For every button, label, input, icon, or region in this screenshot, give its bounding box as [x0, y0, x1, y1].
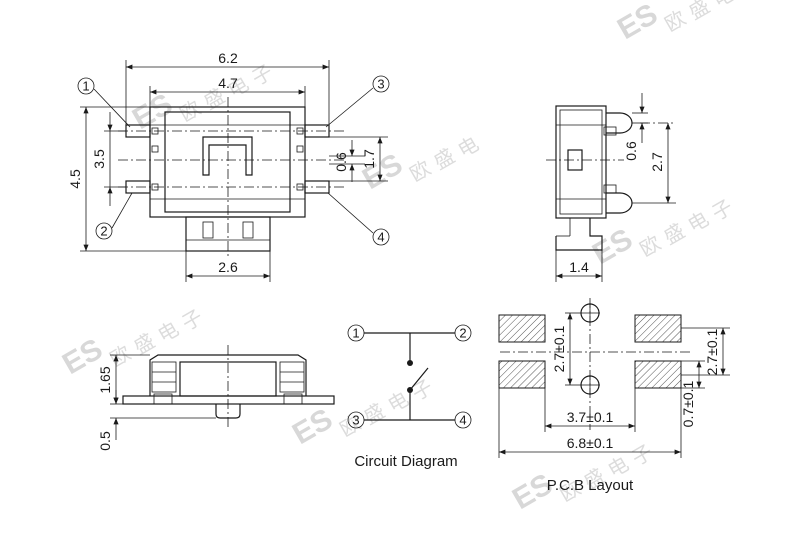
circuit-pin-label: 2: [459, 326, 466, 341]
dim-pad-height: 0.7±0.1: [680, 380, 696, 427]
watermark-char: 欧: [406, 156, 435, 186]
watermark-char: 欧: [176, 96, 205, 126]
switch-lever: [409, 367, 429, 391]
dim-body-height: 1.65: [97, 366, 113, 393]
pin-callout-1: [77, 77, 95, 95]
dim-hole-pitch-y: 2.7±0.1: [551, 325, 567, 372]
pin-label: 2: [100, 224, 107, 239]
dim-pad-pitch-y: 2.7±0.1: [704, 328, 720, 375]
circuit-diagram: 1 2 3 4 Circuit Diagram: [347, 324, 472, 470]
pcb-pad: [498, 314, 546, 343]
pin-label: 1: [82, 79, 89, 94]
dim-pin-pitch: 3.5: [91, 149, 107, 169]
circuit-pin-label: 3: [352, 413, 359, 428]
watermark-char: 盛: [685, 0, 714, 24]
pin-callout-4: [372, 228, 390, 246]
watermark-char: 欧: [636, 231, 665, 261]
pin-callout-2: [95, 222, 113, 240]
watermark-brand: ES: [612, 0, 663, 46]
dim-hole-pitch-x: 3.7±0.1: [567, 409, 614, 425]
dim-pin-height: 0.6: [623, 141, 639, 161]
pin-label: 3: [377, 77, 384, 92]
side-pin-top: [606, 112, 633, 134]
dim-overall-width: 6.8±0.1: [567, 435, 614, 451]
dim-stem-span: 1.7: [361, 149, 377, 169]
circuit-caption: Circuit Diagram: [354, 453, 457, 470]
body-inner: [164, 111, 291, 213]
watermark-char: 子: [249, 61, 277, 90]
actuator-top: [202, 136, 253, 176]
watermark-char: 电: [154, 317, 183, 347]
pcb-pad: [634, 314, 682, 343]
dim-pin-pitch: 2.7: [649, 152, 665, 172]
dim-actuator-width: 2.6: [218, 259, 238, 275]
watermark-brand: ES: [587, 222, 638, 271]
watermark-char: 电: [709, 0, 738, 12]
pcb-caption: P.C.B Layout: [547, 477, 634, 494]
side-pin-bottom: [606, 192, 633, 214]
watermark-char: 电: [684, 207, 713, 237]
watermark-char: 子: [179, 306, 207, 335]
pin-callout-3: [372, 75, 390, 93]
dim-center-gap: 0.6: [333, 152, 349, 172]
top-view: 6.2 4.7 4.5 3.5 0.6 1.7 2.6: [67, 50, 390, 282]
side-view: 0.6 2.7 1.4: [546, 93, 676, 282]
watermark-char: 电: [454, 132, 483, 162]
side-actuator: [555, 218, 603, 251]
dim-depth: 1.4: [569, 259, 589, 275]
watermark-char: 盛: [360, 399, 389, 429]
dim-overall-width: 6.2: [218, 50, 238, 66]
pcb-pad: [634, 360, 682, 389]
side-body: [555, 105, 607, 219]
dim-actuator-height: 0.5: [97, 431, 113, 451]
pcb-layout: 2.7±0.1 2.7±0.1 0.7±0.1 3.7±0.1 6.8±0.1 …: [498, 298, 730, 494]
watermark-char: 盛: [660, 219, 689, 249]
front-view: 1.65 0.5: [97, 345, 335, 451]
pcb-pad: [498, 360, 546, 389]
circuit-pin-label: 4: [459, 413, 466, 428]
watermark-char: 欧: [661, 6, 690, 36]
watermark-brand: ES: [287, 402, 338, 451]
watermark-char: 子: [629, 441, 657, 470]
watermark-char: 盛: [430, 144, 459, 174]
dim-body-width: 4.7: [218, 75, 238, 91]
dim-overall-height: 4.5: [67, 169, 83, 189]
circuit-pin-label: 1: [352, 326, 359, 341]
pin-label: 4: [377, 230, 384, 245]
watermark: ES 欧 盛 电 ES 欧 盛 电 子 ES 欧 盛 电 ES 欧 盛 电 子 …: [57, 0, 738, 516]
switch-body: [149, 106, 306, 218]
watermark-char: 子: [709, 196, 737, 225]
